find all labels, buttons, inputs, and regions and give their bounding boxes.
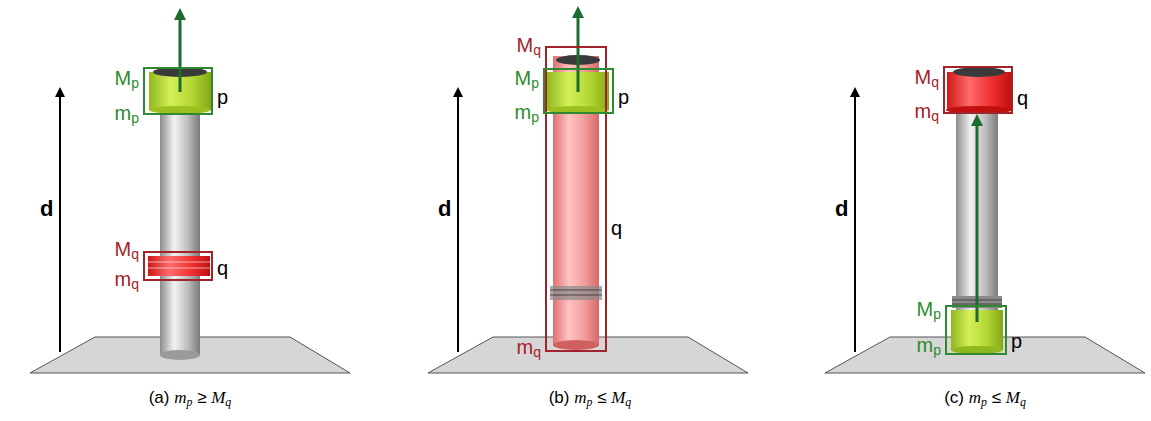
bound-label: mp bbox=[515, 102, 539, 125]
box-label: q bbox=[611, 218, 622, 238]
panel-caption: (a) mp ≥ Mq bbox=[149, 388, 232, 410]
box-label: q bbox=[217, 258, 228, 278]
axis-label: d bbox=[835, 196, 848, 222]
bound-label: Mq bbox=[115, 239, 139, 262]
bound-label: Mq bbox=[915, 67, 939, 90]
axis-label: d bbox=[438, 196, 451, 222]
box-label: p bbox=[217, 87, 228, 107]
bound-label: mq bbox=[115, 269, 139, 292]
marker-box-q: Mqmqq bbox=[943, 66, 1013, 114]
marker-box-p: Mpmpp bbox=[945, 305, 1007, 355]
bound-label: mp bbox=[917, 335, 941, 358]
marker-box-q: Mqmqq bbox=[545, 46, 607, 352]
panel-caption: (c) mp ≤ Mq bbox=[944, 388, 1026, 410]
box-label: p bbox=[1011, 331, 1022, 351]
bound-label: Mp bbox=[917, 299, 941, 322]
bound-label: Mp bbox=[115, 68, 139, 91]
marker-box-p: Mpmpp bbox=[143, 67, 213, 115]
marker-box-p: Mpmpp bbox=[543, 68, 614, 114]
bound-label: mp bbox=[115, 103, 139, 126]
marker-box-q: Mqmqq bbox=[143, 251, 213, 281]
bound-label: Mq bbox=[517, 35, 541, 58]
axis-label: d bbox=[40, 196, 53, 222]
bound-label: mq bbox=[915, 101, 939, 124]
bound-label: mq bbox=[517, 337, 541, 360]
box-label: p bbox=[618, 87, 629, 107]
panel-caption: (b) mp ≤ Mq bbox=[549, 388, 632, 410]
box-label: q bbox=[1017, 88, 1028, 108]
bound-label: Mp bbox=[515, 68, 539, 91]
